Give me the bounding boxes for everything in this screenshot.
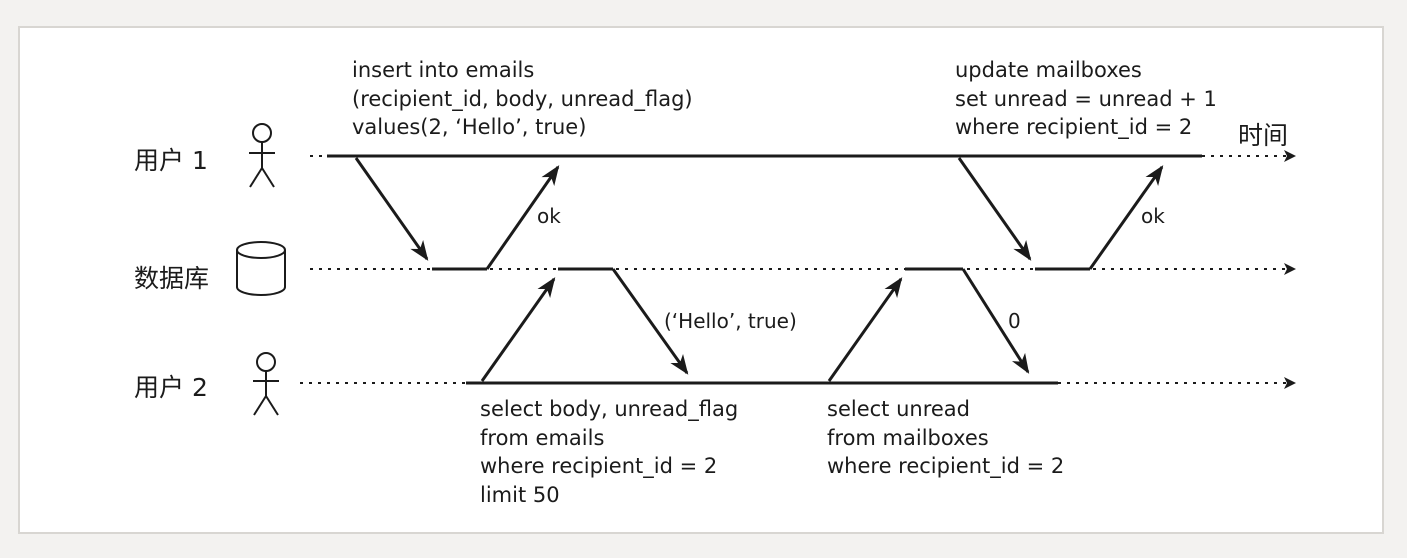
actor-label-user1: 用户 1 bbox=[134, 146, 208, 175]
insert-query-text: insert into emails (recipient_id, body, … bbox=[352, 56, 693, 142]
update-query-text: update mailboxes set unread = unread + 1… bbox=[955, 56, 1217, 142]
select-emails-flow bbox=[480, 267, 689, 382]
user2-stick-figure-icon bbox=[253, 352, 279, 416]
select-unread-query-line: where recipient_id = 2 bbox=[827, 454, 1065, 478]
update-query-line: set unread = unread + 1 bbox=[955, 86, 1217, 111]
insert-flow bbox=[354, 157, 560, 271]
update-ok-arrow bbox=[1088, 165, 1164, 270]
select-unread-flow bbox=[827, 267, 1030, 382]
select-emails-query-text: select body, unread_flag from emails whe… bbox=[480, 395, 738, 509]
update-query-line: update mailboxes bbox=[955, 58, 1142, 82]
select-unread-result-label: 0 bbox=[1008, 309, 1021, 333]
select-emails-result-arrow bbox=[611, 268, 689, 375]
insert-query-line: insert into emails bbox=[352, 58, 535, 82]
select-emails-query-line: limit 50 bbox=[480, 482, 560, 507]
insert-request-arrow bbox=[354, 157, 429, 261]
select-unread-query-line: select unread bbox=[827, 397, 970, 421]
insert-ok-label: ok bbox=[537, 204, 561, 228]
select-emails-query-line: select body, unread_flag bbox=[480, 397, 739, 421]
insert-query-line: values(2, ‘Hello’, true) bbox=[352, 115, 587, 139]
select-unread-request-arrow bbox=[827, 277, 903, 382]
insert-query-line: (recipient_id, body, unread_flag) bbox=[352, 86, 693, 111]
select-emails-request-arrow bbox=[480, 277, 556, 382]
select-unread-query-text: select unread from mailboxes where recip… bbox=[827, 395, 1064, 481]
actor-label-database: 数据库 bbox=[134, 264, 210, 293]
select-unread-result-arrow bbox=[961, 268, 1030, 374]
update-request-arrow bbox=[957, 157, 1032, 261]
select-unread-query-line: from mailboxes bbox=[827, 425, 989, 450]
user1-stick-figure-icon bbox=[249, 123, 275, 188]
database-cylinder-icon bbox=[236, 241, 286, 296]
insert-ok-arrow bbox=[485, 165, 560, 270]
update-query-line: where recipient_id = 2 bbox=[955, 115, 1193, 139]
time-axis-label: 时间 bbox=[1238, 121, 1289, 150]
update-ok-label: ok bbox=[1141, 204, 1165, 228]
update-flow bbox=[957, 157, 1164, 271]
select-emails-query-line: where recipient_id = 2 bbox=[480, 454, 718, 478]
select-emails-result-label: (‘Hello’, true) bbox=[664, 309, 797, 333]
actor-label-user2: 用户 2 bbox=[134, 373, 208, 402]
select-emails-query-line: from emails bbox=[480, 425, 605, 450]
